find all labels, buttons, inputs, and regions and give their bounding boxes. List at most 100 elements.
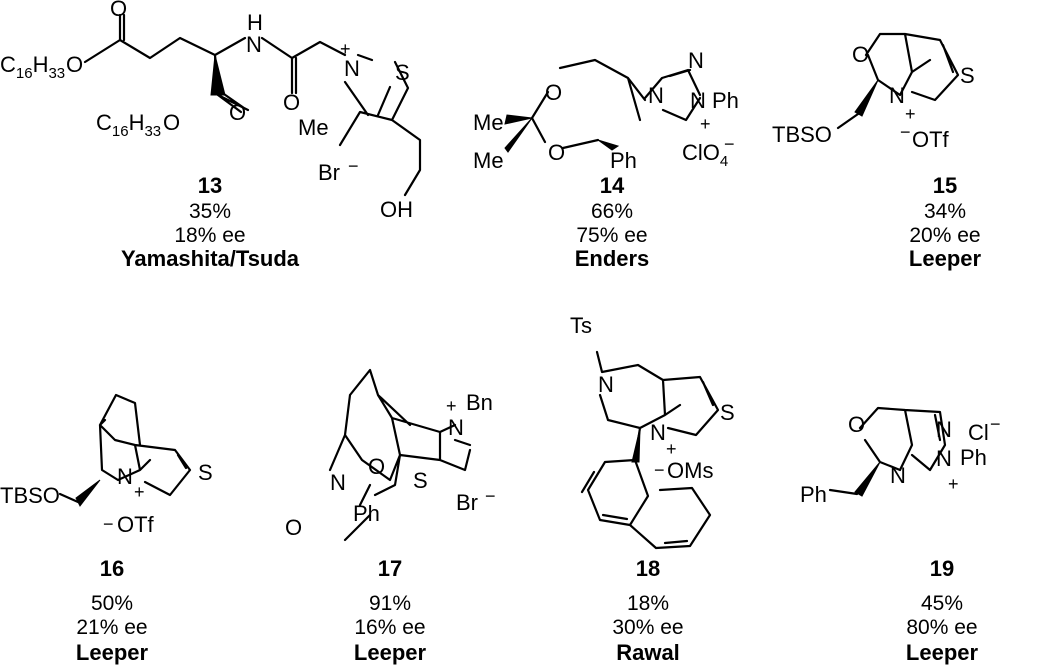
caption-19: 19 45% 80% ee Leeper — [906, 556, 979, 665]
atom-O: O — [163, 110, 180, 135]
label-Me: Me — [298, 115, 329, 140]
charge-minus: − — [724, 134, 735, 154]
atom-O: O — [545, 80, 562, 105]
label-Br: Br — [456, 490, 478, 515]
atom-N: N — [650, 420, 666, 445]
atom-O: O — [548, 140, 565, 165]
author: Yamashita/Tsuda — [121, 246, 300, 271]
yield: 34% — [924, 200, 966, 223]
label-TBSO: TBSO — [0, 483, 60, 508]
yield: 45% — [921, 592, 963, 615]
yield: 50% — [91, 592, 133, 615]
ee: 30% ee — [612, 616, 683, 639]
atom-N: N — [117, 464, 133, 489]
atom-O: O — [848, 412, 865, 437]
charge-minus: − — [990, 414, 1001, 434]
stereo-wedge — [597, 139, 620, 151]
structure-18: Ts N N + S − OMs — [570, 313, 735, 550]
atom-N: N — [648, 83, 664, 108]
ee: 18% ee — [174, 224, 245, 247]
atom-O: O — [283, 90, 300, 115]
ee: 20% ee — [909, 224, 980, 247]
charge-plus: + — [666, 439, 677, 459]
author: Leeper — [354, 640, 427, 665]
atom-O: O — [66, 52, 83, 77]
label-OTf: OTf — [912, 127, 950, 152]
author: Enders — [575, 246, 650, 271]
charge-plus: + — [446, 396, 457, 416]
compound-number: 14 — [600, 173, 625, 198]
stereo-wedge — [854, 461, 881, 497]
atom-O: O — [852, 42, 869, 67]
ee: 75% ee — [576, 224, 647, 247]
caption-16: 16 50% 21% ee Leeper — [76, 556, 149, 665]
yield: 35% — [189, 200, 231, 223]
yield: 18% — [627, 592, 669, 615]
atom-O: O — [229, 100, 246, 125]
label-TBSO: TBSO — [772, 122, 832, 147]
ee: 21% ee — [76, 616, 147, 639]
charge-plus: + — [134, 482, 145, 502]
atom-N: N — [890, 463, 906, 488]
structure-19: O N N N + Ph Cl − Ph — [800, 406, 1001, 507]
charge-plus: + — [905, 104, 916, 124]
caption-15: 15 34% 20% ee Leeper — [909, 173, 982, 271]
compound-number: 15 — [933, 173, 957, 198]
yield: 91% — [369, 592, 411, 615]
structure-17: N + Bn S Br − N O O Ph — [285, 368, 496, 542]
label-Ts: Ts — [570, 313, 592, 338]
stereo-wedge — [631, 427, 641, 463]
compound-number: 19 — [930, 556, 954, 581]
atom-N: N — [344, 56, 360, 81]
label-OTf: OTf — [117, 512, 155, 537]
stereo-wedge — [854, 79, 879, 117]
atom-S: S — [720, 400, 735, 425]
atom-S: S — [960, 63, 975, 88]
label-Ph: Ph — [712, 88, 739, 113]
label-OH: OH — [380, 197, 413, 222]
label-Cl: Cl — [968, 420, 989, 445]
structure-13: O O C16H33 O O C16H33 H N O N + S Me Br … — [0, 0, 422, 222]
charge-minus: − — [485, 486, 496, 506]
label-Ph: Ph — [800, 482, 827, 507]
atom-N: N — [448, 415, 464, 440]
structure-14: O O Me Me N N N + Ph Ph ClO4 − — [473, 48, 739, 173]
label-Ph: Ph — [960, 445, 987, 470]
atom-N: N — [598, 372, 614, 397]
label-Ph: Ph — [353, 501, 380, 526]
atom-S: S — [198, 460, 213, 485]
label-C16H33: C16H33 — [0, 52, 65, 82]
label-Br: Br — [318, 160, 340, 185]
caption-17: 17 91% 16% ee Leeper — [354, 556, 427, 665]
author: Leeper — [76, 640, 149, 665]
caption-13: 13 35% 18% ee Yamashita/Tsuda — [121, 173, 300, 271]
caption-18: 18 18% 30% ee Rawal — [612, 556, 683, 665]
atom-N: N — [936, 446, 952, 471]
structure-15: O N + S TBSO − OTf — [772, 32, 975, 152]
author: Leeper — [909, 246, 982, 271]
yield: 66% — [591, 200, 633, 223]
label-ClO4: ClO4 — [682, 140, 728, 170]
atom-N: N — [889, 83, 905, 108]
ee: 80% ee — [906, 616, 977, 639]
stereo-wedge — [75, 479, 101, 507]
atom-N: N — [246, 32, 262, 57]
label-Bn: Bn — [466, 390, 493, 415]
author: Leeper — [906, 640, 979, 665]
structure-16: N + S TBSO − OTf — [0, 393, 213, 537]
charge-plus: + — [700, 114, 711, 134]
stereo-wedge — [504, 114, 533, 125]
charge-minus: − — [654, 460, 665, 480]
charge-plus: + — [340, 39, 351, 59]
label-Ph: Ph — [610, 148, 637, 173]
compound-number: 18 — [636, 556, 660, 581]
charge-minus: − — [348, 156, 359, 176]
author: Rawal — [616, 640, 680, 665]
label-Me: Me — [473, 148, 504, 173]
atom-S: S — [413, 468, 428, 493]
atom-N: N — [688, 48, 704, 73]
atom-N: N — [936, 417, 952, 442]
charge-minus: − — [103, 514, 114, 534]
atom-O: O — [285, 515, 302, 540]
